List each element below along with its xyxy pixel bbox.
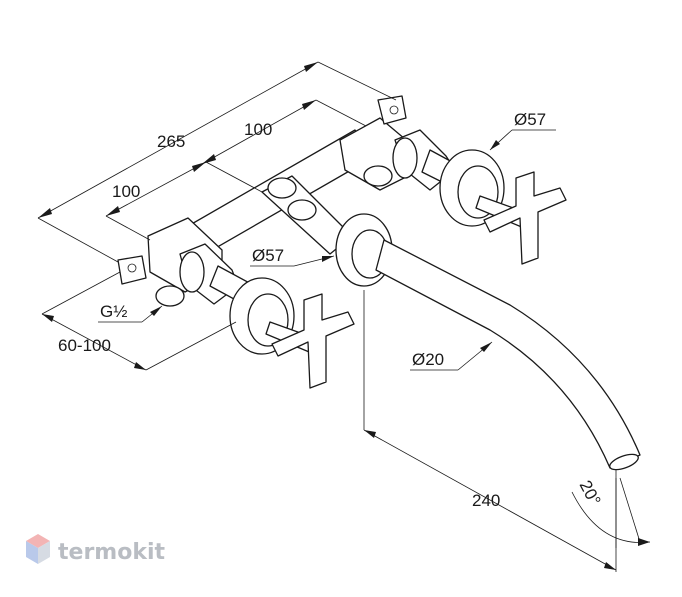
dim-overall-width: 265	[157, 132, 185, 151]
right-handle	[439, 149, 567, 265]
left-handle	[229, 277, 355, 389]
dim-spout-projection: 240	[472, 491, 500, 510]
dim-centre-spacing-right: 100	[244, 120, 272, 139]
hexagon-logo-icon	[26, 534, 50, 564]
dim-spout-diameter: Ø20	[412, 350, 444, 369]
dim-handle-diameter-right: Ø57	[514, 110, 546, 129]
watermark-brand: termokit	[58, 540, 165, 565]
concealed-body	[117, 95, 479, 313]
dim-spout-angle: 20°	[576, 477, 605, 509]
dim-handle-diameter-left: Ø57	[252, 246, 284, 265]
dimension-lines	[37, 61, 651, 572]
dim-wall-depth: 60-100	[58, 336, 111, 355]
spout	[335, 213, 641, 471]
dim-thread: G½	[100, 302, 127, 321]
dim-centre-spacing-left: 100	[112, 182, 140, 201]
watermark-logo: termokit	[26, 534, 165, 565]
